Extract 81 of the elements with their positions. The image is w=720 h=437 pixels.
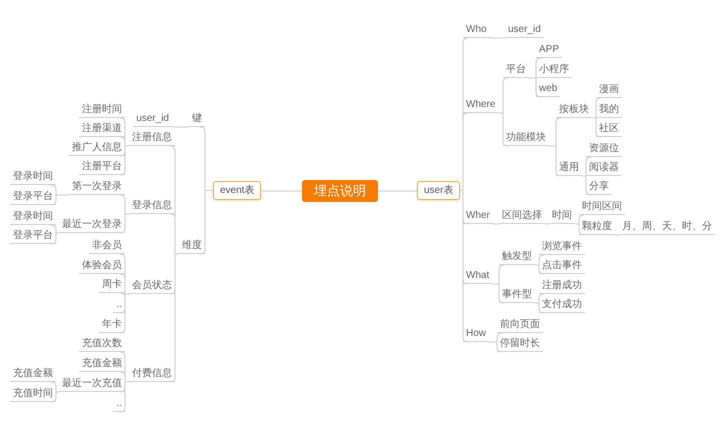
- topic-label: Who: [463, 23, 490, 38]
- topic-label: 会员状态: [129, 279, 175, 294]
- topic-label: 分享: [586, 180, 612, 195]
- topic-box: event表: [213, 181, 262, 200]
- topic-label: 小程序: [536, 63, 572, 78]
- topic-label: user_id: [505, 23, 544, 38]
- topic-box: user表: [417, 181, 460, 200]
- branch-line: [260, 190, 302, 192]
- topic-label: 付费信息: [129, 367, 175, 382]
- topic-label: 社区: [596, 122, 622, 137]
- branch-line: [574, 224, 584, 236]
- topic-label: 体验会员: [79, 259, 125, 274]
- topic-label: 区间选择: [499, 209, 545, 224]
- branch-line: [50, 194, 70, 206]
- topic-label: 阅读器: [586, 161, 622, 176]
- topic-label: 充值金额: [10, 367, 56, 382]
- topic-label: 注册成功: [539, 279, 585, 294]
- central-topic: 埋点说明: [302, 180, 378, 202]
- topic-label: 触发型: [499, 250, 535, 265]
- topic-label: 维度: [179, 239, 205, 254]
- branch-line: [460, 190, 468, 342]
- topic-label: ..: [113, 397, 125, 412]
- topic-label: 注册平台: [79, 160, 125, 175]
- topic-label: 周卡: [99, 278, 125, 293]
- topic-label: 点击事件: [539, 259, 585, 274]
- branch-line: [50, 224, 60, 234]
- topic-label: 登录平台: [10, 229, 56, 244]
- topic-label: 资源位: [586, 142, 622, 157]
- topic-label: 充值时间: [10, 387, 56, 402]
- topic-label: 前向页面: [497, 318, 543, 333]
- topic-label: 我的: [596, 103, 622, 118]
- topic-label: 时间区间: [579, 200, 625, 215]
- topic-label: web: [536, 82, 560, 97]
- topic-label: 最近一次登录: [59, 218, 125, 233]
- branch-line: [498, 112, 508, 146]
- topic-label: 键: [189, 112, 205, 127]
- topic-label: 非会员: [89, 239, 125, 254]
- topic-label: 充值次数: [79, 337, 125, 352]
- topic-label: 平台: [503, 63, 529, 78]
- topic-label: 登录时间: [10, 210, 56, 225]
- topic-label: 支付成功: [539, 298, 585, 313]
- branch-line: [460, 112, 468, 191]
- branch-line: [378, 190, 418, 192]
- topic-label: 登录时间: [10, 170, 56, 185]
- branch-line: [120, 146, 130, 176]
- topic-label: 注册时间: [79, 103, 125, 118]
- topic-label: 按板块: [556, 103, 592, 118]
- topic-label: Where: [463, 98, 498, 113]
- branch-line: [534, 302, 544, 314]
- topic-label: 推广人信息: [69, 141, 125, 156]
- branch-line: [492, 284, 504, 304]
- topic-label: 功能模块: [503, 131, 549, 146]
- topic-label: 充值金额: [79, 357, 125, 372]
- topic-label: 登录平台: [10, 190, 56, 205]
- topic-label: 最近一次充值: [59, 377, 125, 392]
- topic-label: 注册信息: [129, 131, 175, 146]
- topic-label: 年卡: [99, 318, 125, 333]
- topic-label: 月、周、天、时、分: [619, 220, 715, 235]
- topic-label: 颗粒度: [579, 220, 615, 235]
- topic-label: Wher: [463, 209, 493, 224]
- topic-label: 第一次登录: [69, 180, 125, 195]
- topic-label: 时间: [549, 209, 575, 224]
- branch-line: [50, 382, 60, 392]
- branch-line: [50, 232, 60, 244]
- topic-label: ..: [113, 298, 125, 313]
- topic-label: user_id: [133, 112, 172, 127]
- topic-label: 浏览事件: [539, 240, 585, 255]
- branch-line: [50, 392, 60, 402]
- branch-line: [172, 126, 190, 128]
- topic-label: 通用: [556, 161, 582, 176]
- branch-line: [528, 78, 542, 98]
- topic-label: 注册渠道: [79, 122, 125, 137]
- topic-label: 漫画: [596, 83, 622, 98]
- topic-label: What: [463, 269, 492, 284]
- topic-label: 登录信息: [129, 199, 175, 214]
- branch-line: [614, 234, 620, 236]
- topic-label: 停留时长: [497, 337, 543, 352]
- topic-label: 事件型: [499, 288, 535, 303]
- branch-line: [200, 190, 214, 254]
- topic-label: How: [463, 327, 490, 342]
- topic-label: APP: [536, 43, 562, 58]
